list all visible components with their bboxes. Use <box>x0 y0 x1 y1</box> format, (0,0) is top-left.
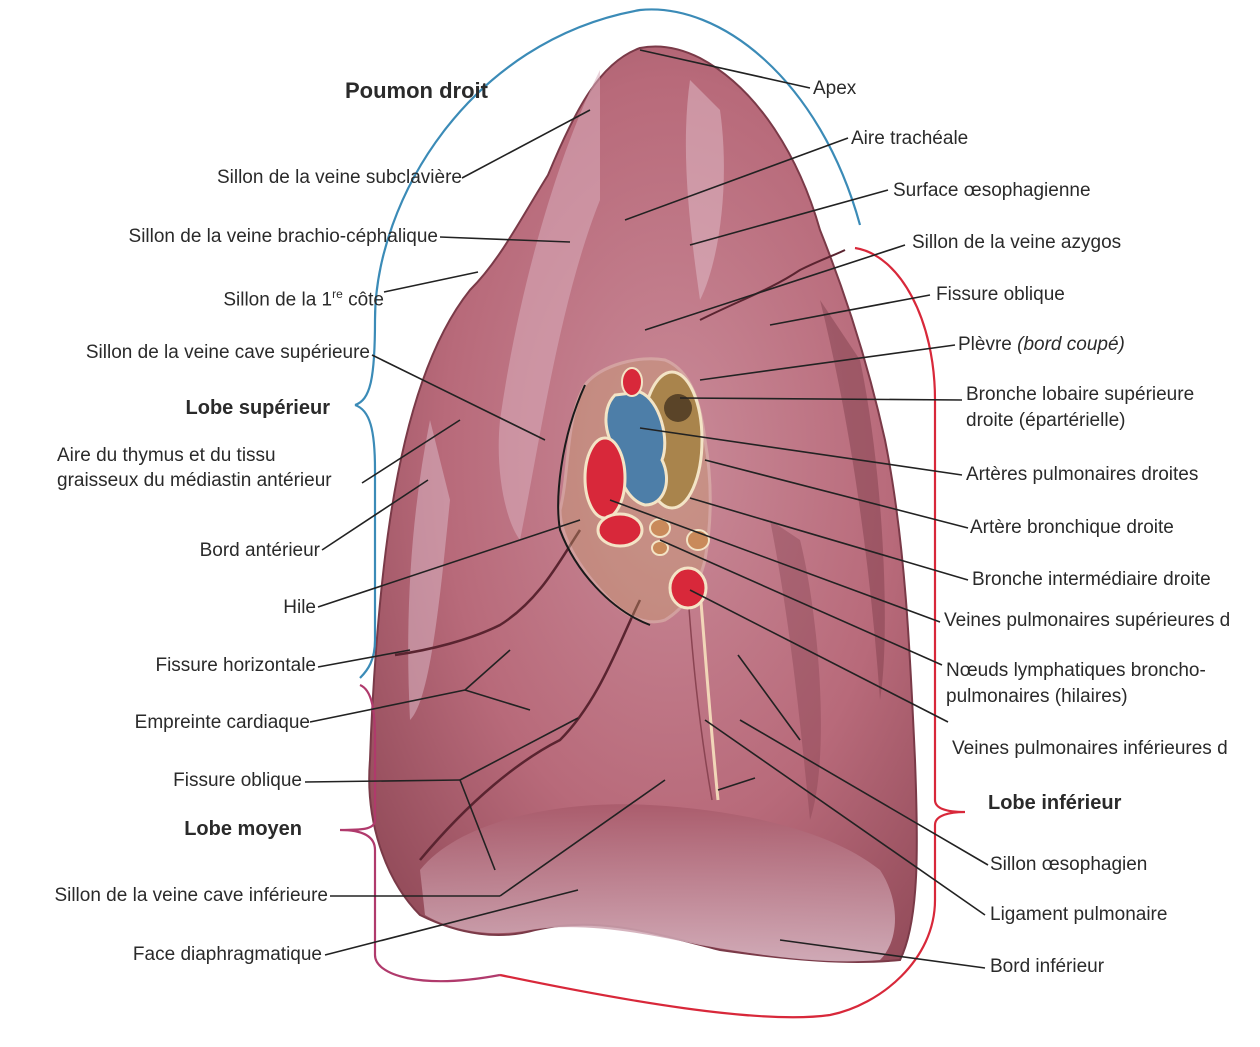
label-plevre: Plèvre (bord coupé) <box>958 334 1125 356</box>
label-sillon-oesophagien: Sillon œsophagien <box>990 854 1147 876</box>
label-surface-oesophagienne: Surface œsophagienne <box>893 180 1091 202</box>
label-artere-bronchique-droite: Artère bronchique droite <box>970 517 1174 539</box>
label-bord-inferieur: Bord inférieur <box>990 956 1104 978</box>
label-sillon-veine-cave-inferieure: Sillon de la veine cave inférieure <box>54 885 328 907</box>
label-sillon-veine-subclaviere: Sillon de la veine subclavière <box>217 167 462 189</box>
diagram-title: Poumon droit <box>345 80 488 102</box>
label-aire-thymus-line1: Aire du thymus et du tissu <box>57 445 276 467</box>
label-bronche-intermediaire-droite: Bronche intermédiaire droite <box>972 569 1211 591</box>
label-lobe-moyen: Lobe moyen <box>184 818 302 840</box>
label-fissure-oblique-right: Fissure oblique <box>936 284 1065 306</box>
label-bronche-lobaire-superieure-line1: Bronche lobaire supérieure <box>966 384 1194 406</box>
label-lobe-superieur: Lobe supérieur <box>186 397 330 419</box>
label-aire-tracheale: Aire trachéale <box>851 128 968 150</box>
label-noeuds-lymphatiques-line1: Nœuds lymphatiques broncho- <box>946 660 1206 682</box>
label-apex: Apex <box>813 78 856 100</box>
label-noeuds-lymphatiques-line2: pulmonaires (hilaires) <box>946 686 1128 708</box>
label-lobe-inferieur: Lobe inférieur <box>988 792 1121 814</box>
label-face-diaphragmatique: Face diaphragmatique <box>133 944 322 966</box>
label-fissure-horizontale: Fissure horizontale <box>155 655 316 677</box>
label-aire-thymus-line2: graisseux du médiastin antérieur <box>57 470 332 492</box>
label-bronche-lobaire-superieure-line2: droite (épartérielle) <box>966 410 1125 432</box>
label-hile: Hile <box>283 597 316 619</box>
label-veines-pulmonaires-superieures: Veines pulmonaires supérieures d <box>944 610 1230 632</box>
label-empreinte-cardiaque: Empreinte cardiaque <box>135 712 310 734</box>
label-sillon-premiere-cote: Sillon de la 1re côte <box>223 283 384 311</box>
label-arteres-pulmonaires-droites: Artères pulmonaires droites <box>966 464 1198 486</box>
label-ligament-pulmonaire: Ligament pulmonaire <box>990 904 1167 926</box>
label-veines-pulmonaires-inferieures: Veines pulmonaires inférieures d <box>952 738 1228 760</box>
label-sillon-veine-azygos: Sillon de la veine azygos <box>912 232 1121 254</box>
label-sillon-veine-cave-superieure: Sillon de la veine cave supérieure <box>86 342 370 364</box>
label-fissure-oblique-left: Fissure oblique <box>173 770 302 792</box>
label-sillon-veine-brachio-cephalique: Sillon de la veine brachio-céphalique <box>129 226 438 248</box>
label-bord-anterieur: Bord antérieur <box>200 540 320 562</box>
